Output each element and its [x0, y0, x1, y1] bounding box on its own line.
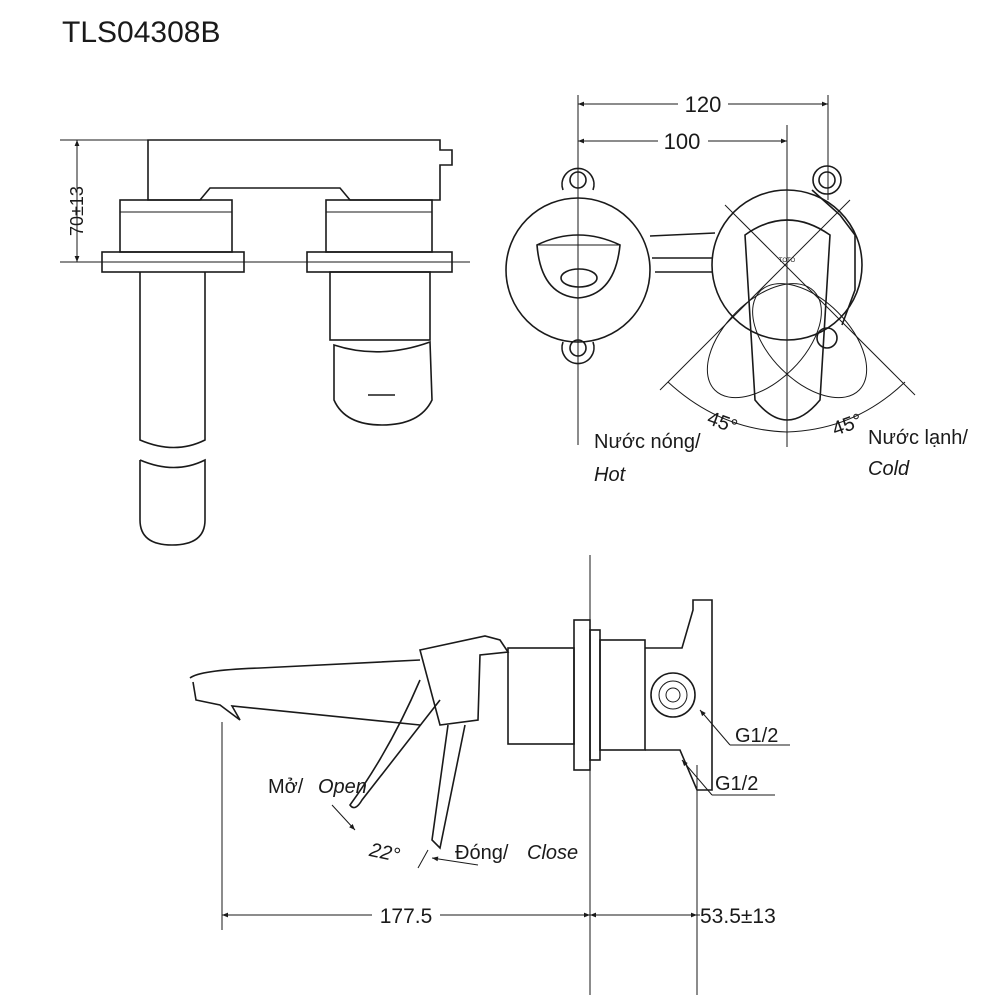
hot-label-vn: Nước nóng/ — [594, 431, 701, 453]
open-label-en: Open — [318, 776, 367, 798]
inlet-connector — [650, 672, 696, 718]
lever-cold-position — [752, 283, 868, 399]
lever-close — [431, 724, 466, 850]
spout — [189, 659, 421, 726]
angle-left-label: 45° — [704, 407, 740, 438]
front-view: 70±13 — [60, 139, 470, 546]
brand-mark: TOTO — [779, 258, 796, 264]
cold-label-en: Cold — [868, 458, 910, 480]
open-label-vn: Mở/ — [268, 776, 304, 798]
spout-section — [139, 272, 206, 449]
dim-depth: 53.5±13 — [700, 905, 776, 928]
thread-label-2: G1/2 — [715, 773, 758, 795]
dim-120: 120 — [685, 92, 722, 117]
close-label-en: Close — [527, 842, 578, 864]
dim-100: 100 — [664, 129, 701, 154]
angle-label: 22° — [367, 839, 402, 867]
lever-hot-position — [706, 283, 822, 399]
thread-label-1: G1/2 — [735, 725, 778, 747]
lever-center — [744, 219, 831, 421]
mixer-plate — [711, 189, 863, 341]
handle-knob — [333, 340, 433, 426]
top-view: 120 100 TOTO 45° 45° Nước nóng/ Hot Nước… — [505, 92, 968, 486]
lever-open — [349, 679, 441, 809]
model-title: TLS04308B — [62, 16, 220, 49]
hot-valve-plate — [505, 197, 651, 343]
dim-spout-length: 177.5 — [380, 905, 433, 928]
faucet-body — [147, 139, 453, 201]
side-view: G1/2 G1/2 Mở/ Open 22° Đóng/ Close 177.5… — [189, 555, 792, 995]
height-dimension-label: 70±13 — [67, 186, 87, 236]
cold-label-vn: Nước lạnh/ — [868, 427, 968, 449]
lever-body — [419, 635, 510, 726]
close-label-vn: Đóng/ — [455, 842, 509, 864]
hot-label-en: Hot — [594, 464, 627, 486]
